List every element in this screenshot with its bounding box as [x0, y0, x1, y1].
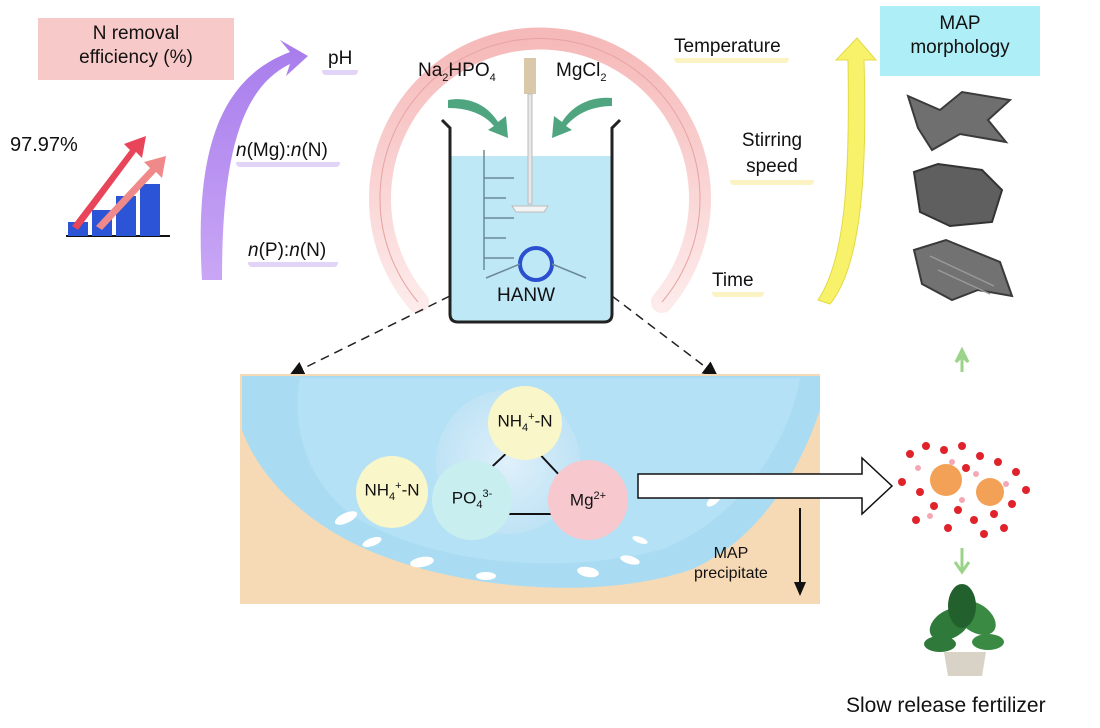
ion-mg: Mg2+ — [548, 460, 628, 540]
purple-curved-arrow — [200, 40, 308, 280]
morphology-label-line1: MAP — [939, 13, 981, 34]
green-up-arrow — [954, 346, 970, 372]
factor-mg-n-ratio: n(Mg):n(N) — [236, 140, 340, 167]
morphology-badge: MAP morphology — [880, 6, 1040, 76]
reagent-na2hpo4: Na2HPO4 — [418, 60, 496, 84]
efficiency-label-line2: efficiency (%) — [79, 47, 193, 68]
fertilizer-plant — [924, 584, 1004, 676]
precipitate-label: MAP precipitate — [694, 545, 768, 582]
efficiency-badge: N removal efficiency (%) — [38, 18, 234, 80]
yellow-curved-arrow — [817, 37, 878, 305]
beaker-label: HANW — [497, 285, 556, 306]
green-down-arrow — [953, 548, 971, 575]
factor-temperature: Temperature — [674, 36, 789, 63]
fertilizer-label: Slow release fertilizer — [846, 694, 1046, 717]
big-white-arrow — [637, 456, 894, 516]
efficiency-label-line1: N removal — [92, 23, 180, 44]
morphology-label-line2: morphology — [910, 37, 1010, 58]
ion-nh4-top: NH4+-N — [488, 386, 562, 460]
beaker — [440, 58, 622, 324]
factor-p-n-ratio: n(P):n(N) — [248, 240, 339, 267]
factor-ph: pH — [322, 48, 359, 75]
factor-stirring-speed: Stirring speed — [730, 128, 814, 185]
reagent-mgcl2: MgCl2 — [556, 60, 607, 84]
efficiency-chart-icon — [66, 136, 170, 237]
morphology-images — [906, 90, 1014, 302]
map-crystal-structure — [898, 442, 1030, 538]
factor-time: Time — [712, 270, 764, 297]
efficiency-value: 97.97% — [10, 134, 78, 156]
ion-po4: PO43- — [432, 460, 512, 540]
ion-nh4-left: NH4+-N — [356, 456, 428, 528]
